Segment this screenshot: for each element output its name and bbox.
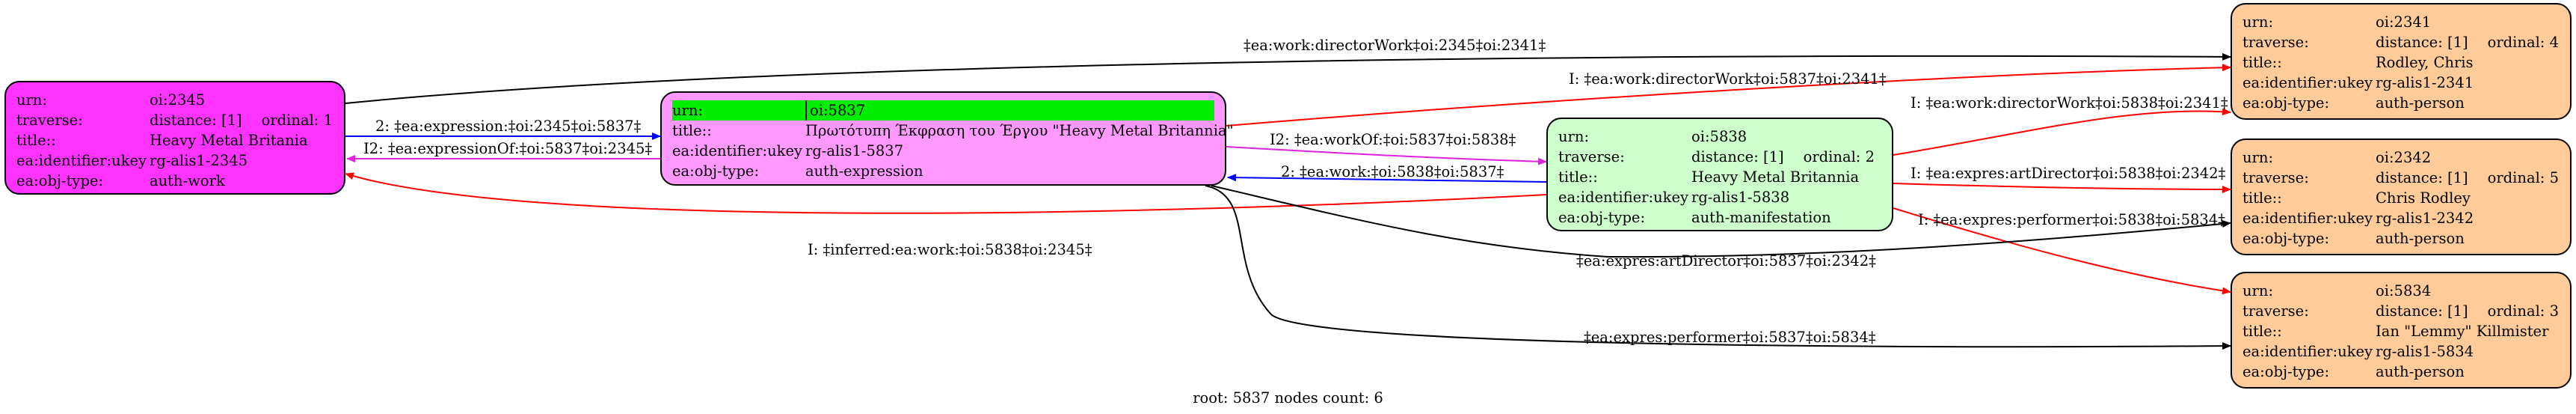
field-urn: urn:oi:2345 (16, 91, 206, 109)
graph-footer: root: 5837 nodes count: 6 (1193, 389, 1383, 407)
node-person-2341[interactable]: urn:oi:2341 traverse:distance: [1]ordina… (2231, 3, 2572, 120)
edge-line (1893, 183, 2231, 193)
field-obj-type: ea:obj-type:auth-manifestation (1558, 209, 1831, 226)
field-urn: urn:oi:5838 (1558, 128, 1747, 145)
edge-line (1211, 185, 2231, 258)
field-obj-type: ea:obj-type:auth-person (2243, 363, 2465, 380)
edge-line (1205, 185, 2231, 350)
edge-label: I: ‡inferred:ea:work:‡oi:5838‡oi:2345‡ (808, 241, 1092, 258)
node-work-2345[interactable]: urn:oi:2345 traverse:distance: [1]ordina… (4, 81, 345, 195)
field-obj-type: ea:obj-type:auth-expression (672, 162, 923, 180)
node-manifestation-5838[interactable]: urn:oi:5838 traverse:distance: [1]ordina… (1546, 118, 1893, 231)
edge-line (345, 52, 2231, 104)
field-urn: urn:oi:5834 (2243, 282, 2432, 299)
field-title: title::Πρωτότυπη Έκφραση του Έργου "Heav… (672, 122, 1234, 139)
field-traverse: traverse:distance: [1]ordinal: 4 (2243, 34, 2559, 51)
field-title: title::Ian "Lemmy" Killmister (2243, 323, 2549, 340)
edge-line (345, 172, 1547, 214)
node-expression-5837[interactable]: urn:oi:5837 title::Πρωτότυπη Έκφραση του… (660, 91, 1234, 186)
edge-line (1893, 207, 2231, 295)
edge-line (1227, 174, 1547, 183)
field-obj-type: ea:obj-type:auth-person (2243, 94, 2465, 112)
field-title: title::Rodley, Chris (2243, 54, 2474, 71)
edge-label: 2: ‡ea:expression:‡oi:2345‡oi:5837‡ (375, 118, 642, 135)
edge-label: ‡ea:work:directorWork‡oi:2345‡oi:2341‡ (1244, 37, 1546, 54)
field-urn: urn:oi:5837 (672, 100, 1214, 121)
field-title: title::Heavy Metal Britania (16, 132, 308, 149)
edge-label: I2: ‡ea:workOf:‡oi:5837‡oi:5838‡ (1270, 131, 1516, 148)
field-traverse: traverse:distance: [1]ordinal: 1 (16, 112, 333, 129)
edge-label: I: ‡ea:work:directorWork‡oi:5838‡oi:2341… (1911, 94, 2228, 112)
edge-label: I: ‡ea:expres:artDirector‡oi:5838‡oi:234… (1911, 165, 2226, 182)
edge-line (1226, 64, 2231, 127)
field-traverse: traverse:distance: [1]ordinal: 2 (1558, 148, 1875, 165)
edge-label: I: ‡ea:work:directorWork‡oi:5837‡oi:2341… (1569, 70, 1887, 88)
edge-label: I2: ‡ea:expressionOf:‡oi:5837‡oi:2345‡ (363, 140, 652, 157)
edge-label: 2: ‡ea:work:‡oi:5838‡oi:5837‡ (1281, 163, 1504, 180)
edge-label: ‡ea:expres:performer‡oi:5837‡oi:5834‡ (1584, 329, 1876, 346)
field-title: title::Heavy Metal Britannia (1558, 168, 1860, 186)
field-obj-type: ea:obj-type:auth-person (2243, 230, 2465, 247)
field-urn: urn:oi:2341 (2243, 13, 2432, 31)
field-urn: urn:oi:2342 (2243, 149, 2432, 166)
field-title: title::Chris Rodley (2243, 189, 2471, 207)
edge-line (1893, 108, 2231, 156)
edge-line (1226, 146, 1547, 165)
field-traverse: traverse:distance: [1]ordinal: 5 (2243, 169, 2559, 186)
edge-label: ‡ea:expres:artDirector‡oi:5837‡oi:2342‡ (1576, 252, 1876, 270)
field-obj-type: ea:obj-type:auth-work (16, 172, 225, 189)
node-person-5834[interactable]: urn:oi:5834 traverse:distance: [1]ordina… (2231, 272, 2572, 389)
field-traverse: traverse:distance: [1]ordinal: 3 (2243, 302, 2559, 320)
edge-label: I: ‡ea:expres:performer‡oi:5838‡oi:5834‡ (1918, 211, 2225, 228)
node-person-2342[interactable]: urn:oi:2342 traverse:distance: [1]ordina… (2231, 138, 2572, 255)
